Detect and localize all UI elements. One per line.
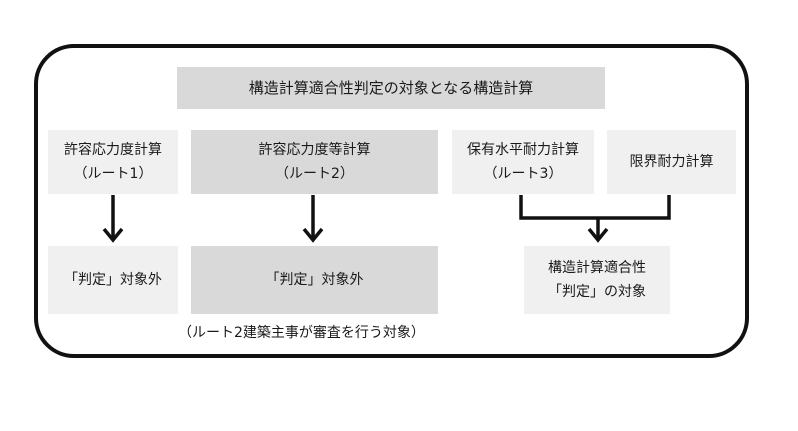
route3-route-label: （ルート3） [483,166,563,182]
route2-result-label: 「判定」対象外 [265,271,364,288]
route2-note: （ルート2建築主事が審査を行う対象） [178,325,425,341]
judgment-target-box: 構造計算適合性 「判定」の対象 [524,246,670,314]
route1-result-label: 「判定」対象外 [64,271,162,288]
route1-method-label: 許容応力度計算 [64,141,162,158]
diagram-frame [34,44,749,358]
route3-method-label: 保有水平耐力計算 [467,141,579,158]
diagram-title-text: 構造計算適合性判定の対象となる構造計算 [248,78,534,97]
route2-route-label: （ルート2） [275,166,354,182]
limit-method-box: 限界耐力計算 [607,130,736,194]
route1-method-box: 許容応力度計算 （ルート1） [48,130,178,194]
route2-result-box: 「判定」対象外 [191,246,438,314]
judgment-target-line1: 構造計算適合性 [548,259,646,276]
route1-route-label: （ルート1） [73,166,153,182]
route1-result-box: 「判定」対象外 [48,246,178,314]
diagram-title: 構造計算適合性判定の対象となる構造計算 [177,67,605,109]
route2-method-box: 許容応力度等計算 （ルート2） [191,130,438,194]
route3-method-box: 保有水平耐力計算 （ルート3） [452,130,594,194]
route2-method-label: 許容応力度等計算 [258,141,371,158]
judgment-target-line2: 「判定」の対象 [548,284,646,300]
limit-method-label: 限界耐力計算 [629,153,714,170]
